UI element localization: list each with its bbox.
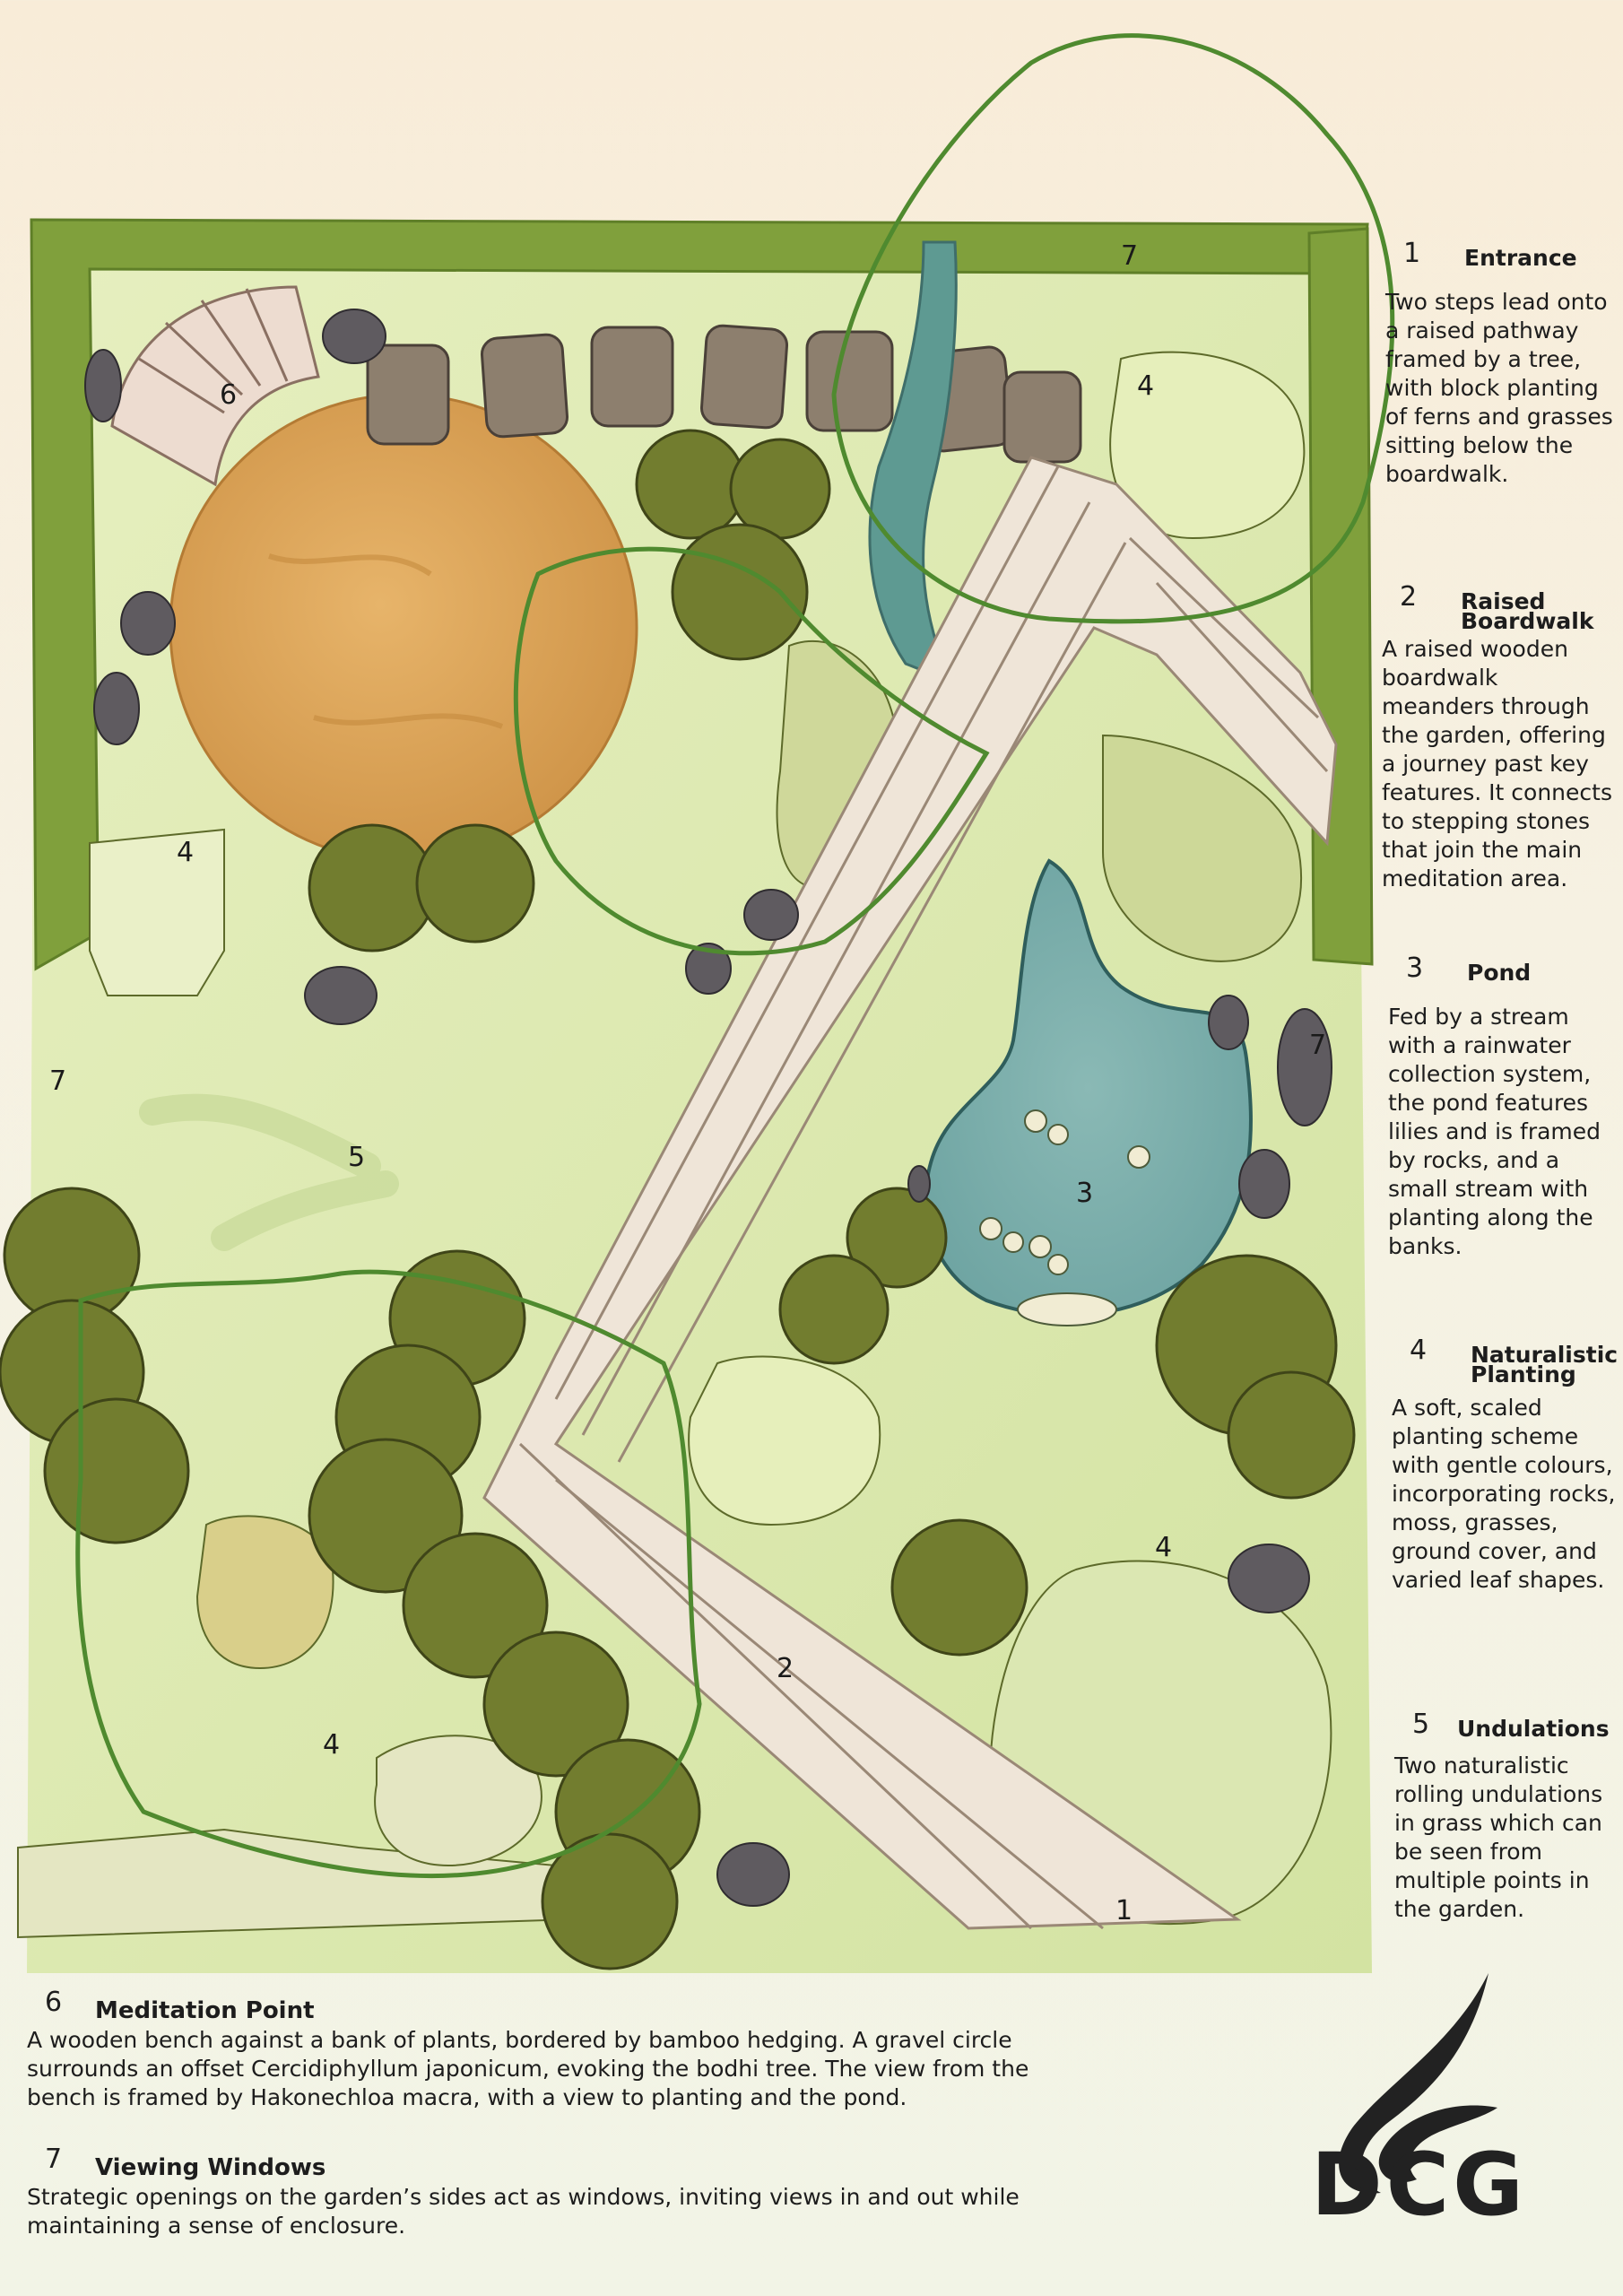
planting-number: 4 <box>323 1729 340 1761</box>
undulations <box>139 1093 399 1251</box>
legend-number: 5 <box>1412 1709 1430 1740</box>
legend-title: Viewing Windows <box>95 2154 326 2181</box>
legend-item-viewing-windows: 7 Viewing Windows Strategic openings on … <box>27 2144 1040 2251</box>
legend-title: Raised Boardwalk <box>1461 588 1594 634</box>
stepping-stones <box>366 324 1082 464</box>
legend-number: 7 <box>45 2144 63 2175</box>
legend-description: A soft, scaled planting scheme with gent… <box>1392 1395 1616 1593</box>
legend-number: 6 <box>45 1987 63 2018</box>
pond <box>924 858 1253 1326</box>
viewing-window-number: 7 <box>1121 240 1138 272</box>
legend-number: 4 <box>1410 1335 1428 1366</box>
wooden-bench <box>110 285 320 487</box>
undulation-number: 5 <box>348 1142 365 1173</box>
tree-canopy-outlines <box>75 33 1395 1879</box>
legend-item-meditation: 6 Meditation Point A wooden bench agains… <box>27 1987 1040 2130</box>
legend-title: Pond <box>1467 960 1532 986</box>
entrance-number: 1 <box>1115 1895 1133 1926</box>
legend-description: A wooden bench against a bank of plants,… <box>27 2027 1029 2110</box>
legend-item-undulations: 5 Undulations Two naturalistic rolling u… <box>1394 1709 1623 1960</box>
legend-number: 3 <box>1406 952 1424 984</box>
legend-description: Two steps lead onto a raised pathway fra… <box>1385 289 1613 487</box>
legend-number: 1 <box>1403 238 1421 269</box>
planting-number: 4 <box>177 837 194 868</box>
legend-description: Strategic openings on the garden’s sides… <box>27 2184 1020 2239</box>
plan-number-labels: 1 2 3 4 4 4 4 5 6 7 7 7 <box>49 240 1326 1926</box>
rocks <box>84 309 1332 1907</box>
planting-patches <box>17 351 1332 1939</box>
shrubs <box>0 429 1356 1970</box>
boardwalk-number: 2 <box>777 1653 794 1684</box>
legend-number: 2 <box>1400 581 1418 613</box>
legend-item-entrance: 1 Entrance Two steps lead onto a raised … <box>1385 238 1614 525</box>
meditation-number: 6 <box>220 379 237 411</box>
legend-item-planting: 4 Naturalistic Planting A soft, scaled p… <box>1392 1335 1620 1657</box>
legend-title: Naturalistic Planting <box>1471 1342 1619 1387</box>
legend-description: A raised wooden boardwalk meanders throu… <box>1382 636 1612 891</box>
legend-title: Entrance <box>1464 245 1577 271</box>
legend-title: Undulations <box>1457 1716 1610 1742</box>
legend-item-boardwalk: 2 Raised Boardwalk A raised wooden board… <box>1382 581 1612 891</box>
pond-number: 3 <box>1076 1178 1093 1209</box>
legend-title: Meditation Point <box>95 1997 315 2024</box>
lily-pads <box>979 1109 1150 1326</box>
viewing-window-number: 7 <box>49 1065 66 1097</box>
legend-description: Two naturalistic rolling undulations in … <box>1394 1752 1603 1922</box>
planting-number: 4 <box>1155 1532 1172 1563</box>
gravel-circle <box>169 393 638 863</box>
legend-item-pond: 3 Pond Fed by a stream with a rainwater … <box>1388 952 1617 1259</box>
raised-boardwalk <box>482 456 1338 1930</box>
viewing-window-number: 7 <box>1309 1030 1326 1061</box>
legend-description: Fed by a stream with a rainwater collect… <box>1388 1004 1601 1259</box>
dcg-logo-text: DCG <box>1311 2135 1527 2235</box>
planting-number: 4 <box>1137 370 1154 402</box>
dcg-logo-mark <box>1339 1973 1497 2194</box>
